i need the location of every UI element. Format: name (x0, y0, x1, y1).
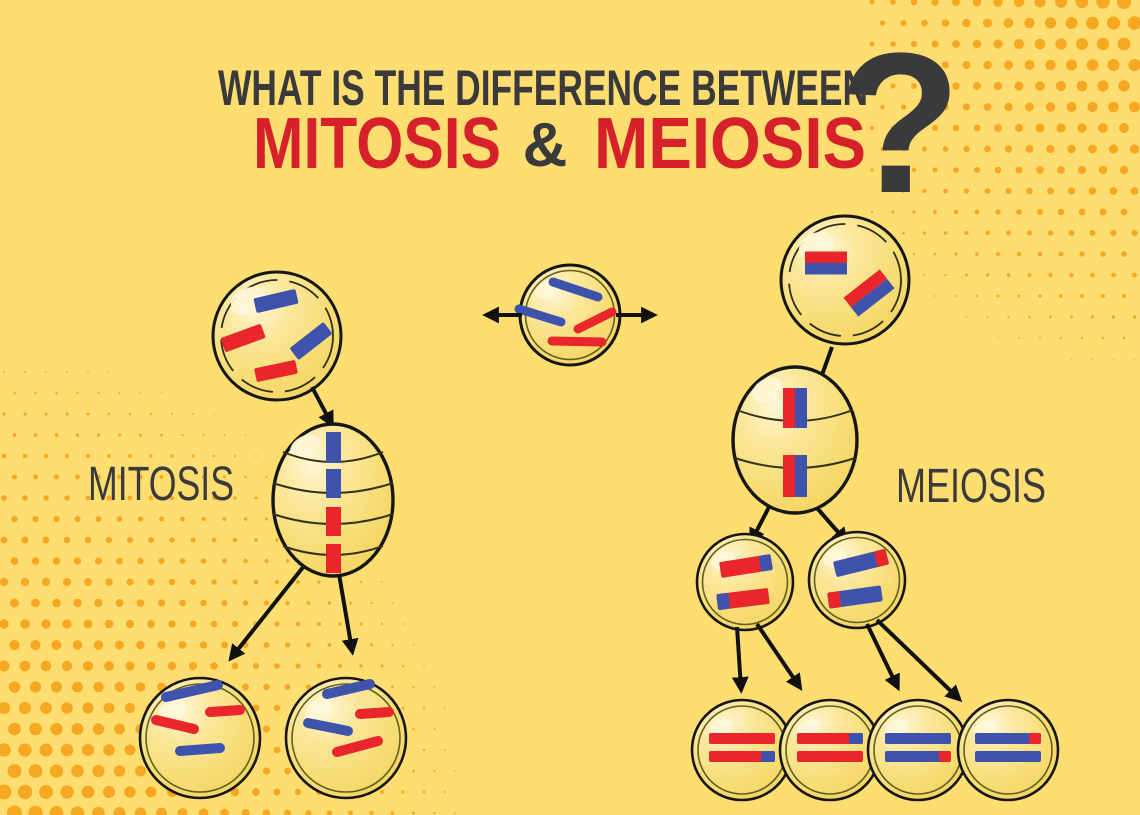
arrow-mitosis-1 (310, 386, 334, 429)
mitosis-daughter-cell-2 (284, 676, 408, 800)
title-block: WHAT IS THE DIFFERENCE BETWEEN MITOSIS &… (218, 12, 961, 235)
tetrad (783, 455, 807, 497)
arrow-gamete-2 (755, 622, 803, 691)
title-ampersand: & (523, 111, 568, 180)
crossover-chromosome (716, 588, 770, 610)
crossover-chromosome (719, 554, 773, 578)
blue-chromosome (326, 432, 341, 463)
title-question-mark: ? (839, 12, 961, 235)
homologous-pair (843, 269, 895, 317)
arrow-gamete-3 (865, 623, 900, 692)
source-cell (514, 263, 622, 367)
red-chromosome (355, 707, 394, 719)
blue-chromosome (322, 679, 375, 699)
red-chromosome (332, 736, 383, 757)
title-word-mitosis: MITOSIS (253, 104, 501, 184)
red-chromosome (326, 544, 341, 573)
red-chromosome (205, 705, 245, 717)
cell-highlight (159, 699, 187, 721)
blue-chromosome (303, 718, 353, 736)
red-chromosome (709, 751, 775, 762)
meiosis-secondary-cell-1 (695, 532, 795, 632)
red-chromosome (547, 336, 607, 347)
arrow-mitosis-daughter-2 (337, 573, 359, 656)
gamete-cell-2 (778, 698, 882, 802)
crossover-chromosome (827, 585, 883, 609)
arrow-gamete-1 (731, 626, 749, 694)
meiosis-metaphase-cell (731, 365, 859, 515)
cell-highlight (974, 719, 998, 737)
blue-chromosome (975, 751, 1041, 762)
mitosis-daughter-cell-1 (138, 676, 262, 800)
red-segment (1029, 733, 1041, 744)
blue-chromosome (514, 304, 566, 327)
blue-chromosome (175, 743, 225, 756)
blue-chromosome (326, 469, 341, 498)
blue-chromosome (885, 733, 951, 744)
red-chromosome (797, 751, 863, 762)
mitosis-metaphase-cell (271, 422, 395, 578)
label-meiosis: MEIOSIS (896, 460, 1046, 513)
blue-chromosome (290, 322, 332, 360)
cell-highlight (884, 719, 908, 737)
blue-segment (761, 751, 775, 762)
label-mitosis: MITOSIS (88, 458, 234, 511)
meiosis-parent-cell (779, 214, 911, 346)
gamete-cell-4 (956, 698, 1060, 802)
blue-chromosome (161, 680, 223, 702)
red-chromosome (326, 507, 341, 536)
red-chromosome (709, 733, 775, 744)
blue-chromosome (975, 733, 1041, 744)
red-chromosome (254, 360, 298, 382)
blue-segment (849, 733, 863, 744)
red-chromosome (797, 733, 863, 744)
cell-highlight (796, 719, 820, 737)
red-chromosome (151, 715, 199, 734)
meiosis-secondary-cell-2 (807, 530, 907, 630)
halftone-dots-top-right (869, 0, 1140, 360)
red-chromosome (220, 324, 266, 352)
gamete-cell-1 (690, 698, 794, 802)
blue-chromosome (548, 277, 603, 302)
homologous-pair (805, 251, 847, 275)
blue-chromosome (885, 751, 951, 762)
gamete-cell-3 (866, 698, 970, 802)
cell-highlight (752, 377, 782, 403)
tetrad (783, 388, 807, 428)
title-line1: WHAT IS THE DIFFERENCE BETWEEN (218, 60, 868, 116)
arrow-gamete-4 (875, 618, 963, 703)
red-segment (939, 751, 951, 762)
blue-chromosome (253, 289, 299, 313)
cell-highlight (708, 719, 732, 737)
red-chromosome (573, 307, 617, 334)
cell-highlight (290, 434, 320, 460)
arrow-mitosis-daughter-1 (228, 564, 306, 662)
halftone-dots-bottom-left (0, 371, 457, 815)
mitosis-parent-cell (211, 270, 343, 402)
crossover-chromosome (833, 549, 889, 577)
cell-highlight (305, 699, 333, 721)
title-word-meiosis: MEIOSIS (594, 104, 866, 184)
